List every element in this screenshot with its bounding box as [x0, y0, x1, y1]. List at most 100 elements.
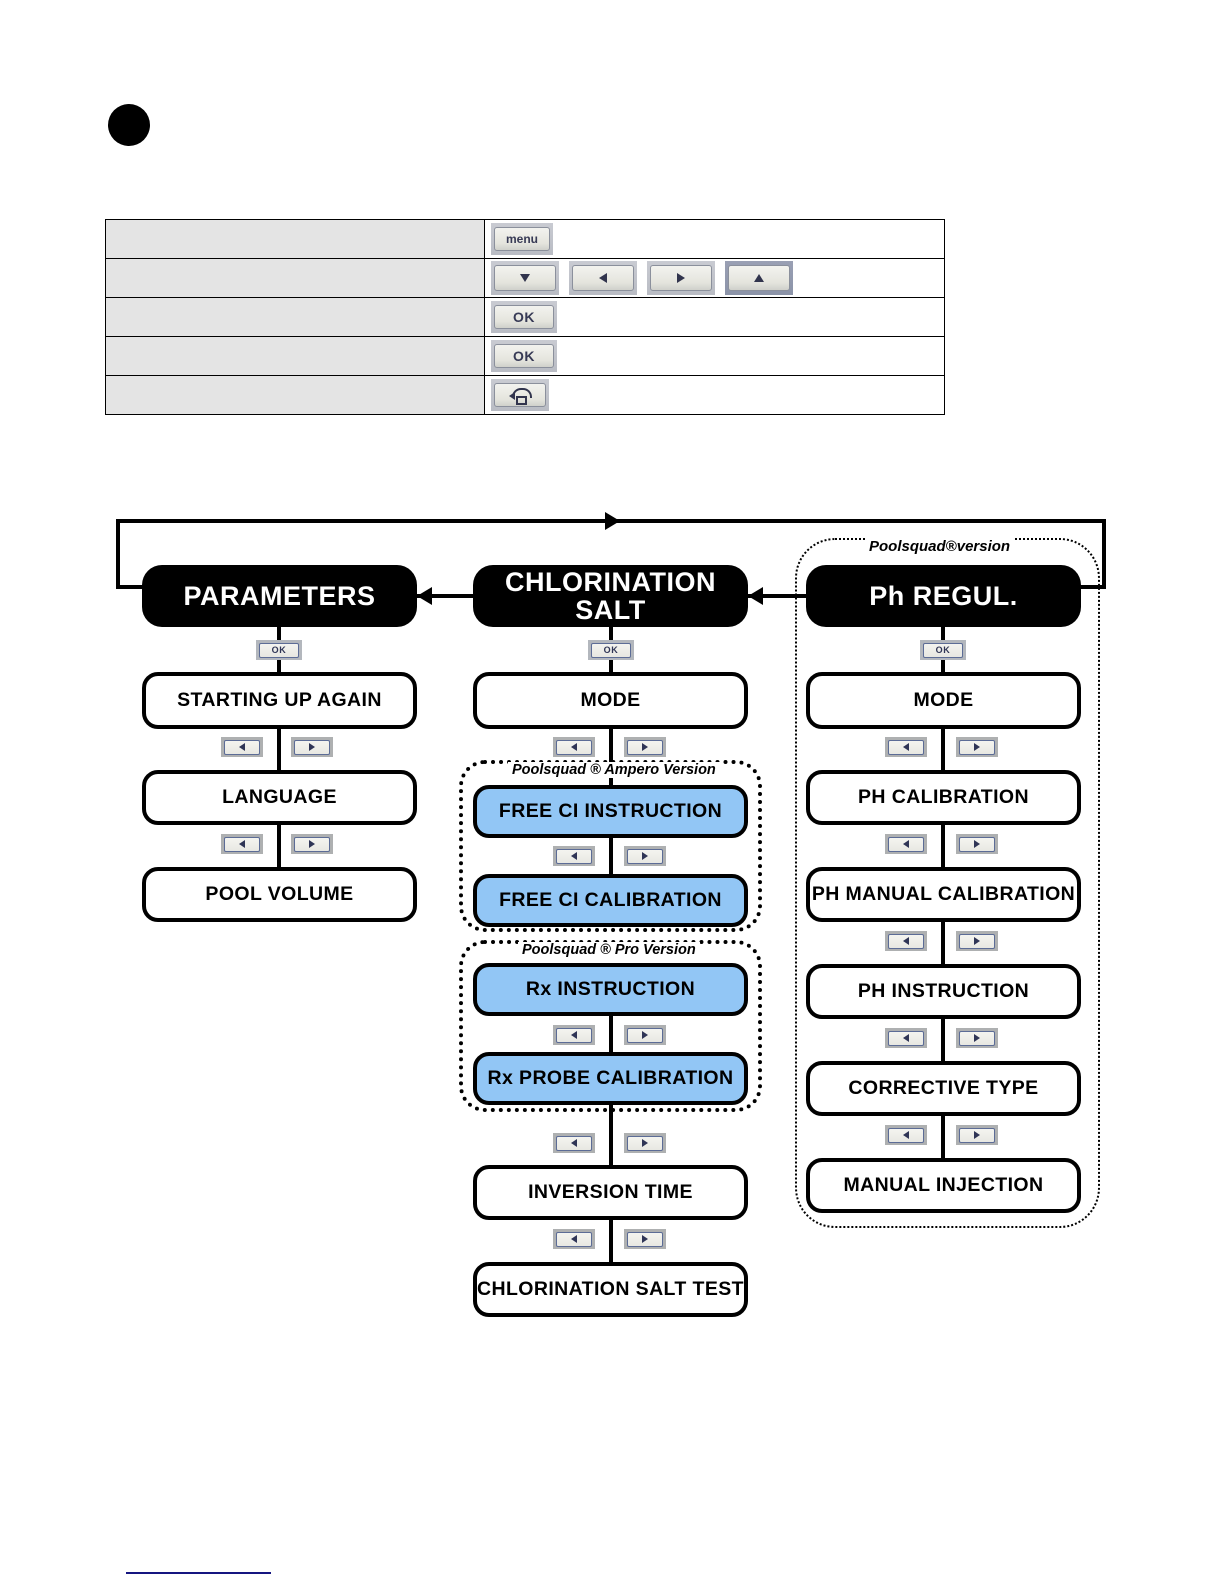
connector-ph-to-salt: [748, 594, 808, 598]
left-nav-button[interactable]: [553, 846, 595, 866]
table-cell-label: [105, 336, 485, 376]
connector-salt-4: [609, 1105, 613, 1165]
left-nav-button[interactable]: [553, 1133, 595, 1153]
ok-button-label: OK: [494, 344, 554, 368]
node-rx-probe-calibration[interactable]: Rx PROBE CALIBRATION: [473, 1052, 748, 1105]
connector-salt-2: [609, 838, 613, 877]
ok-button-label: OK: [591, 642, 631, 658]
section-bullet-icon: [108, 104, 150, 146]
up-arrow-icon: [728, 265, 790, 291]
left-nav-button[interactable]: [553, 1229, 595, 1249]
ok-button[interactable]: OK: [491, 340, 557, 372]
connector-ph-2: [941, 825, 945, 867]
right-nav-button[interactable]: [624, 737, 666, 757]
node-manual-injection[interactable]: MANUAL INJECTION: [806, 1158, 1081, 1213]
table-row: [105, 375, 945, 415]
node-ph-mode[interactable]: MODE: [806, 672, 1081, 729]
node-language[interactable]: LANGUAGE: [142, 770, 417, 825]
table-cell-buttons: menu: [484, 219, 945, 259]
node-pool-volume[interactable]: POOL VOLUME: [142, 867, 417, 922]
connector-parameters-2: [277, 825, 281, 867]
header-ph-regul[interactable]: Ph REGUL.: [806, 565, 1081, 627]
right-nav-button[interactable]: [956, 834, 998, 854]
left-nav-button[interactable]: [885, 1028, 927, 1048]
group-label-pro-version: Poolsquad ® Pro Version: [518, 942, 700, 958]
group-label-ampero-version: Poolsquad ® Ampero Version: [508, 762, 720, 778]
down-arrow-icon: [494, 265, 556, 291]
menu-button-label: menu: [494, 227, 550, 251]
left-arrow-icon: [572, 265, 634, 291]
loop-arrowhead: [605, 512, 620, 530]
connector-salt-to-parameters: [417, 594, 475, 598]
connector-salt-5: [609, 1220, 613, 1262]
up-button[interactable]: [725, 261, 793, 295]
connector-ph-1: [941, 729, 945, 770]
node-ph-manual-calibration[interactable]: PH MANUAL CALIBRATION: [806, 867, 1081, 922]
left-button[interactable]: [569, 261, 637, 295]
right-nav-button[interactable]: [956, 737, 998, 757]
table-row: OK: [105, 297, 945, 337]
table-row: menu: [105, 219, 945, 259]
node-free-ci-calibration[interactable]: FREE CI CALIBRATION: [473, 874, 748, 927]
back-home-icon: [494, 383, 546, 407]
right-nav-button[interactable]: [624, 1025, 666, 1045]
connector-salt-3: [609, 1016, 613, 1054]
right-nav-button[interactable]: [956, 931, 998, 951]
button-key-table: menu: [105, 219, 945, 415]
node-free-ci-instruction[interactable]: FREE CI INSTRUCTION: [473, 785, 748, 838]
right-nav-button[interactable]: [956, 1028, 998, 1048]
back-home-button[interactable]: [491, 379, 549, 411]
right-nav-button[interactable]: [956, 1125, 998, 1145]
loop-right-segment: [1102, 519, 1106, 589]
group-label-poolsquad-version: Poolsquad®version: [865, 538, 1015, 555]
ok-button-ph-regul[interactable]: OK: [920, 640, 966, 660]
node-starting-up-again[interactable]: STARTING UP AGAIN: [142, 672, 417, 729]
left-nav-button[interactable]: [221, 834, 263, 854]
right-nav-button[interactable]: [624, 846, 666, 866]
right-nav-button[interactable]: [624, 1229, 666, 1249]
down-button[interactable]: [491, 261, 559, 295]
ok-button-chlorination-salt[interactable]: OK: [588, 640, 634, 660]
table-row: OK: [105, 336, 945, 376]
ok-button[interactable]: OK: [491, 301, 557, 333]
right-nav-button[interactable]: [624, 1133, 666, 1153]
loop-left-segment: [116, 519, 120, 589]
node-salt-mode[interactable]: MODE: [473, 672, 748, 729]
connector-ph-3: [941, 922, 945, 964]
ok-button-label: OK: [923, 642, 963, 658]
left-nav-button[interactable]: [885, 834, 927, 854]
table-cell-buttons: OK: [484, 336, 945, 376]
node-chlorination-salt-test[interactable]: CHLORINATION SALT TEST: [473, 1262, 748, 1317]
ok-button-label: OK: [494, 305, 554, 329]
loop-left-stub: [116, 585, 156, 589]
menu-button[interactable]: menu: [491, 223, 553, 255]
table-cell-buttons: OK: [484, 297, 945, 337]
table-cell-label: [105, 297, 485, 337]
node-ph-instruction[interactable]: PH INSTRUCTION: [806, 964, 1081, 1019]
left-nav-button[interactable]: [553, 1025, 595, 1045]
left-nav-button[interactable]: [553, 737, 595, 757]
left-nav-button[interactable]: [885, 737, 927, 757]
right-nav-button[interactable]: [291, 737, 333, 757]
left-nav-button[interactable]: [885, 1125, 927, 1145]
arrowhead-ph-to-salt: [748, 587, 763, 605]
node-corrective-type[interactable]: CORRECTIVE TYPE: [806, 1061, 1081, 1116]
right-arrow-icon: [650, 265, 712, 291]
right-button[interactable]: [647, 261, 715, 295]
node-inversion-time[interactable]: INVERSION TIME: [473, 1165, 748, 1220]
arrowhead-salt-to-parameters: [417, 587, 432, 605]
table-cell-label: [105, 219, 485, 259]
node-rx-instruction[interactable]: Rx INSTRUCTION: [473, 963, 748, 1016]
node-ph-calibration[interactable]: PH CALIBRATION: [806, 770, 1081, 825]
left-nav-button[interactable]: [885, 931, 927, 951]
left-nav-button[interactable]: [221, 737, 263, 757]
connector-salt-1: [609, 729, 613, 787]
header-chlorination-salt[interactable]: CHLORINATION SALT: [473, 565, 748, 627]
loop-right-stub: [1060, 585, 1106, 589]
right-nav-button[interactable]: [291, 834, 333, 854]
header-parameters[interactable]: PARAMETERS: [142, 565, 417, 627]
ok-button-parameters[interactable]: OK: [256, 640, 302, 660]
connector-ph-4: [941, 1019, 945, 1061]
connector-parameters-1: [277, 729, 281, 770]
